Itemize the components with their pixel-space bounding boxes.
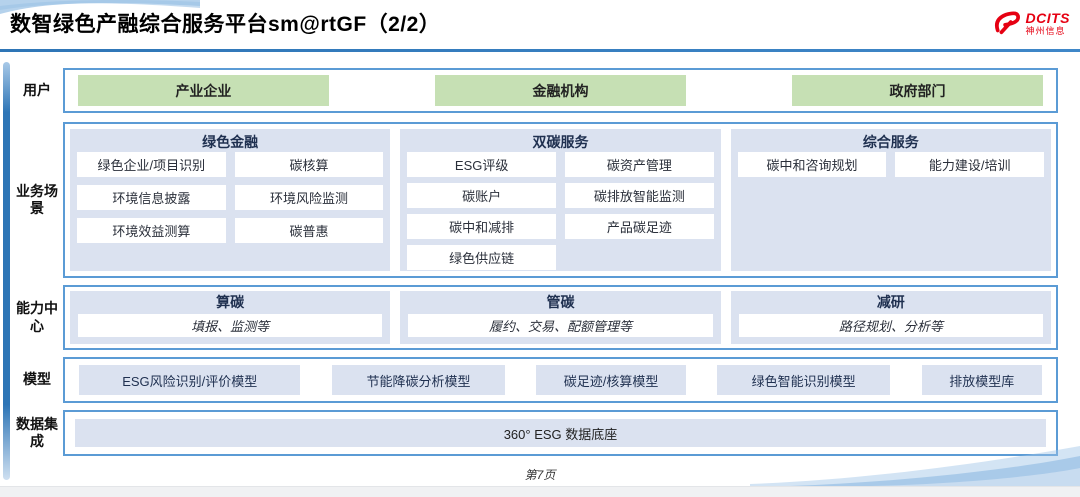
scenarios-row: 绿色金融 绿色企业/项目识别 碳核算 环境信息披露 环境风险监测 环境效益测算 … xyxy=(63,122,1058,278)
model-box: 绿色智能识别模型 xyxy=(716,365,891,395)
scenario-item: 碳中和减排 xyxy=(407,214,556,239)
scenario-item: 碳普惠 xyxy=(234,218,384,243)
row-label-data-integration: 数据集成 xyxy=(16,415,58,450)
scenario-item: ESG评级 xyxy=(407,152,556,177)
capabilities-row: 算碳 填报、监测等 管碳 履约、交易、配额管理等 减研 路径规划、分析等 xyxy=(63,285,1058,350)
models-row: ESG风险识别/评价模型 节能降碳分析模型 碳足迹/核算模型 绿色智能识别模型 … xyxy=(63,357,1058,403)
scenario-column-comprehensive: 综合服务 碳中和咨询规划 能力建设/培训 xyxy=(730,129,1051,271)
scenario-item: 环境效益测算 xyxy=(77,218,226,243)
header-divider xyxy=(0,49,1080,52)
model-box: ESG风险识别/评价模型 xyxy=(79,365,301,395)
user-box-finance: 金融机构 xyxy=(435,75,686,106)
capability-desc: 路径规划、分析等 xyxy=(738,313,1043,337)
scenario-item: 环境风险监测 xyxy=(234,185,384,210)
bottom-strip xyxy=(0,486,1080,497)
bottom-swoosh-decoration xyxy=(750,446,1080,486)
scenario-column-green-finance: 绿色金融 绿色企业/项目识别 碳核算 环境信息披露 环境风险监测 环境效益测算 … xyxy=(70,129,391,271)
row-label-users: 用户 xyxy=(23,81,51,98)
row-label-models: 模型 xyxy=(23,371,51,388)
capability-box-accounting: 算碳 填报、监测等 xyxy=(70,291,391,344)
capability-box-management: 管碳 履约、交易、配额管理等 xyxy=(400,291,721,344)
scenario-item: 碳核算 xyxy=(234,152,384,177)
company-logo: DCITS 神州信息 xyxy=(992,10,1071,36)
capability-title: 减研 xyxy=(876,293,905,310)
capability-desc: 履约、交易、配额管理等 xyxy=(408,313,713,337)
capability-box-research: 减研 路径规划、分析等 xyxy=(730,291,1051,344)
users-row: 产业企业 金融机构 政府部门 xyxy=(63,68,1058,113)
scenario-column-title: 双碳服务 xyxy=(532,133,589,150)
scenario-item: 绿色企业/项目识别 xyxy=(77,152,226,177)
logo-name: DCITS xyxy=(1025,9,1070,26)
scenario-column-title: 综合服务 xyxy=(862,133,919,150)
scenario-column-title: 绿色金融 xyxy=(202,133,259,150)
capability-title: 管碳 xyxy=(546,293,575,310)
capability-desc: 填报、监测等 xyxy=(78,313,383,337)
scenario-column-dual-carbon: 双碳服务 ESG评级 碳资产管理 碳账户 碳排放智能监测 碳中和减排 产品碳足迹… xyxy=(400,129,721,271)
left-accent-bar xyxy=(3,62,10,480)
scenario-item: 碳资产管理 xyxy=(564,152,714,177)
page-number: 第7页 xyxy=(524,468,556,482)
scenario-item: 碳账户 xyxy=(407,183,556,208)
row-label-capabilities: 能力中心 xyxy=(16,300,58,334)
scenario-item: 碳排放智能监测 xyxy=(564,183,714,208)
data-base-box: 360° ESG 数据底座 xyxy=(75,419,1046,447)
scenario-item: 碳中和咨询规划 xyxy=(737,152,887,177)
capability-title: 算碳 xyxy=(216,293,245,310)
user-box-industry: 产业企业 xyxy=(78,75,329,106)
model-box: 碳足迹/核算模型 xyxy=(536,365,686,395)
row-label-scenarios: 业务场景 xyxy=(16,182,58,217)
model-box: 排放模型库 xyxy=(921,365,1042,395)
scenario-item: 环境信息披露 xyxy=(77,185,226,210)
top-swoosh-decoration xyxy=(0,0,200,14)
data-integration-row: 360° ESG 数据底座 xyxy=(63,410,1058,456)
scenario-item: 绿色供应链 xyxy=(407,245,556,270)
scenario-item: 产品碳足迹 xyxy=(564,214,714,239)
user-box-government: 政府部门 xyxy=(792,75,1043,106)
scenario-item: 能力建设/培训 xyxy=(895,152,1044,177)
dcits-swoosh-icon xyxy=(994,11,1020,35)
logo-subname: 神州信息 xyxy=(1025,25,1066,36)
page-title: 数智绿色产融综合服务平台sm@rtGF（2/2） xyxy=(10,13,441,36)
model-box: 节能降碳分析模型 xyxy=(331,365,506,395)
